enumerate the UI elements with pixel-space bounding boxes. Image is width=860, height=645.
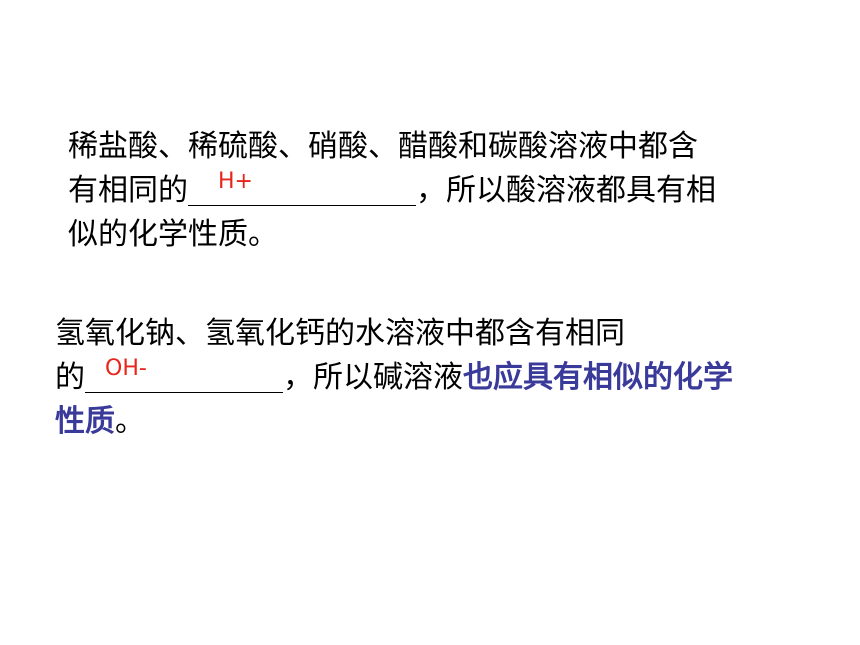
acid-ion-answer: H+ [218,169,253,194]
acid-statement: 稀盐酸、稀硫酸、硝酸、醋酸和碳酸溶液中都含 有相同的 H+ ，所以酸溶液都具有相 似… [68,125,716,257]
acid-ion-blank[interactable]: H+ [188,169,416,206]
acid-line2-suffix: ，所以酸溶液都具有相 [416,173,716,208]
base-ion-answer: OH- [105,356,147,381]
acid-statement-line-1: 稀盐酸、稀硫酸、硝酸、醋酸和碳酸溶液中都含 [68,129,698,164]
base-emphasis-line-2: 也应具有相似的化学 [463,360,733,395]
base-statement-line-3: 性质。 [55,400,733,444]
base-statement-line-2: 的 OH- ，所以碱溶液也应具有相似的化学 [55,356,733,400]
base-line2-suffix: ，所以碱溶液 [283,360,463,395]
base-line3-end: 。 [115,404,145,439]
acid-line2-prefix: 有相同的 [68,173,188,208]
base-line2-prefix: 的 [55,360,85,395]
base-statement-line-1: 氢氧化钠、氢氧化钙的水溶液中都含有相同 [55,316,625,351]
acid-statement-line-2: 有相同的 H+ ，所以酸溶液都具有相 [68,169,716,213]
base-emphasis-line-3: 性质 [55,404,115,439]
base-ion-blank[interactable]: OH- [85,356,283,393]
acid-statement-line-3: 似的化学性质。 [68,217,278,252]
